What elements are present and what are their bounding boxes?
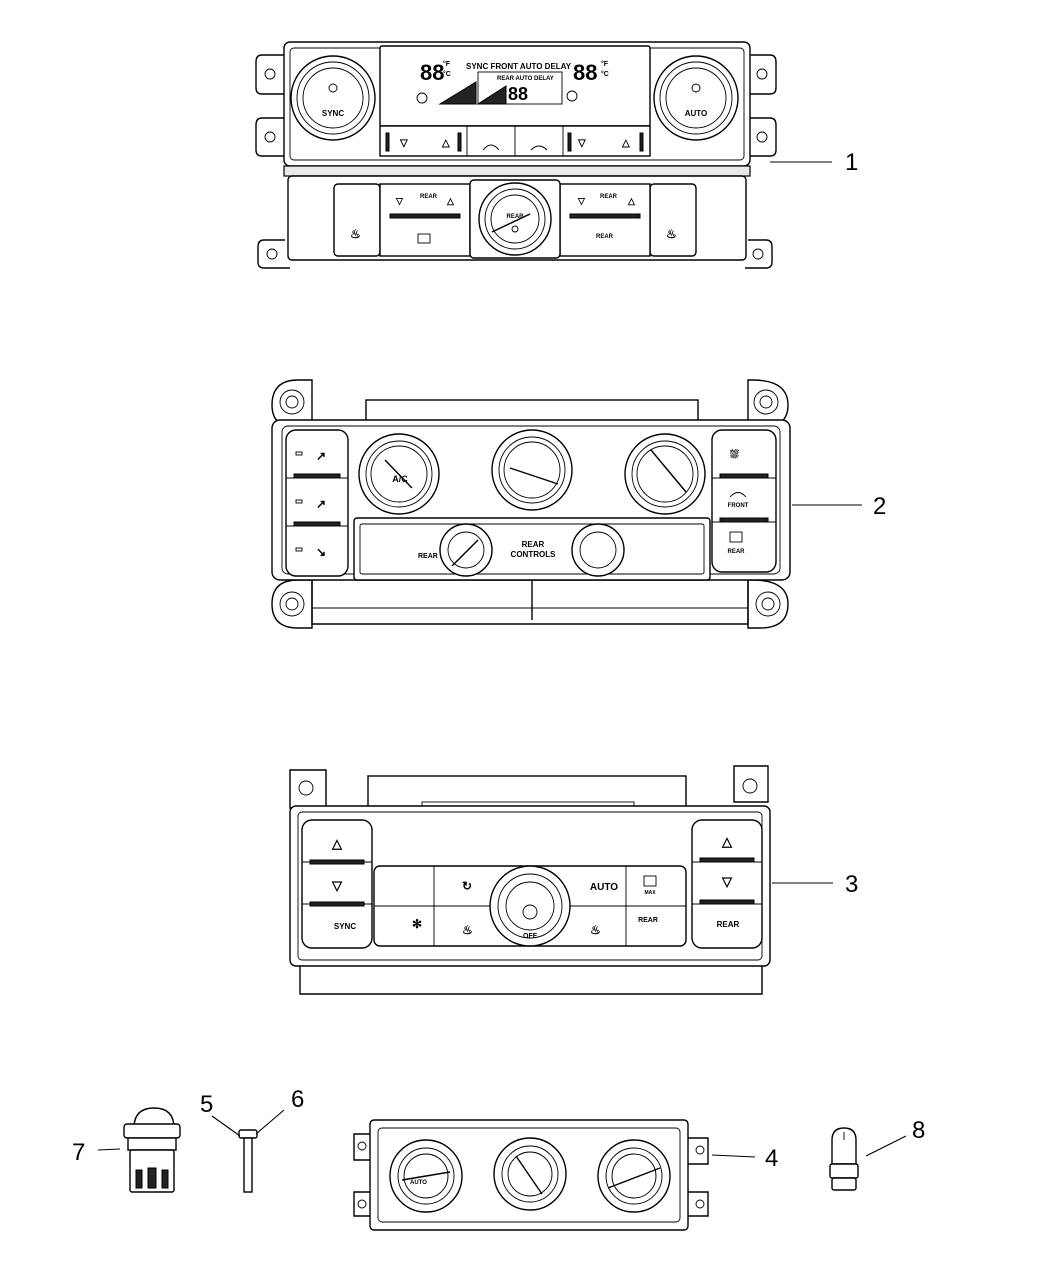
temp-down-right-icon-3: ▽ [721, 874, 733, 889]
front-defrost-label: FRONT [728, 503, 749, 509]
lcd-rear-labels: REAR AUTO DELAY [497, 76, 554, 82]
callout-5: 5 [200, 1091, 213, 1118]
callout-6: 6 [291, 1086, 304, 1113]
temp-up-icon: △ [331, 836, 343, 851]
rear-knob-label: REAR [506, 214, 524, 220]
seat-heat-right-icon-3: ♨ [590, 923, 601, 937]
rear-mode-label-right: REAR [600, 194, 618, 200]
callout-7: 7 [72, 1139, 85, 1166]
seat-heat-left-icon-3: ♨ [462, 923, 473, 937]
rear-knob-label-2: REAR [418, 553, 438, 560]
recirc-icon-3: ↻ [462, 879, 472, 893]
off-label: OFF [523, 933, 538, 940]
svg-text:▽: ▽ [395, 196, 404, 206]
rear-btn-label: REAR [596, 234, 614, 240]
fan-speed-bar-left [438, 81, 477, 105]
lcd-digits-rear: 88 [508, 84, 528, 104]
sync-button-label: SYNC [334, 922, 356, 931]
svg-text:▽: ▽ [577, 196, 586, 206]
lcd-top-labels: SYNC FRONT AUTO DELAY [466, 62, 572, 71]
callout-8: 8 [912, 1117, 925, 1144]
lcd-digits-left: 88 [420, 60, 444, 85]
lcd-digits-right: 88 [573, 60, 597, 85]
rear-controls-label-1: REAR [522, 540, 545, 549]
lcd-unit-f-right: °F [601, 60, 609, 68]
lcd-fan-icon [416, 92, 428, 104]
seat-heat-right-icon: ♨ [666, 227, 677, 241]
callout-1: 1 [845, 149, 858, 176]
rear-defrost-icon-2 [729, 531, 743, 543]
panel-1-climate-control-dual-zone: SYNC AUTO 88 °F °C SYNC FRONT AUTO DELAY… [255, 41, 777, 269]
lcd-sun-icon [566, 90, 578, 102]
callout-4: 4 [765, 1145, 778, 1172]
temp-up-right-icon-3: △ [721, 834, 733, 849]
svg-text:△: △ [627, 196, 636, 206]
recirculation-icon [530, 145, 548, 151]
temp-down-right-icon: ▽ [577, 138, 586, 149]
rear-power-icon [511, 225, 519, 233]
callout-3: 3 [845, 871, 858, 898]
rear-defrost-icon [417, 233, 431, 244]
panel-4-climate-control-base: AUTO [353, 1119, 709, 1231]
mix-mode-icon: ⛆ [729, 448, 739, 461]
part-7-bulb-socket [123, 1107, 181, 1193]
front-defrost-icon [729, 492, 747, 498]
sync-knob-label: SYNC [322, 109, 344, 118]
auto-knob-label: AUTO [685, 109, 708, 118]
power-icon [328, 83, 338, 93]
temp-up-left-icon: △ [441, 138, 450, 149]
rear-defrost-label: REAR [727, 549, 745, 555]
auto-button-label: AUTO [590, 882, 618, 893]
fan-auto-icon: ✻ [412, 917, 422, 931]
part-8-bulb [829, 1127, 859, 1191]
temp-up-right-icon: △ [621, 138, 630, 149]
panel-vent-icon: ↗ [316, 449, 326, 463]
callout-2: 2 [873, 493, 886, 520]
knob-auto-label: AUTO [410, 1180, 427, 1186]
temp-down-icon: ▽ [331, 878, 343, 893]
lcd-unit-c-right: °C [601, 70, 609, 78]
max-defrost-label: MAX [644, 890, 656, 896]
rear-controls-label-2: CONTROLS [511, 550, 557, 559]
ac-knob-label: A/C [392, 474, 408, 484]
temp-down-left-icon: ▽ [399, 138, 408, 149]
rear-fan-label-left: REAR [420, 194, 438, 200]
defrost-icon [482, 144, 500, 151]
floor-vent-icon: ↘ [316, 545, 326, 559]
seat-heat-left-icon: ♨ [350, 227, 361, 241]
lcd-unit-c-left: °C [443, 70, 451, 78]
rear-air-button-label: REAR [717, 920, 740, 929]
svg-text:△: △ [446, 196, 455, 206]
part-5-6-screw [238, 1129, 258, 1193]
rear-button-label: REAR [638, 917, 658, 924]
fan-icon [691, 83, 701, 93]
bi-level-icon: ↗ [316, 497, 326, 511]
max-defrost-icon [643, 875, 657, 887]
panel-3-climate-control-auto: △ ▽ SYNC △ ▽ REAR AUTO MAX REAR ↻ ♨ ♨ ✻ … [289, 765, 771, 995]
lcd-unit-f-left: °F [443, 60, 451, 68]
panel-2-climate-control-manual-rear: ↗ ↗ ↘ ⛆ FRONT REAR A/C REAR REAR CONTROL… [271, 379, 791, 629]
